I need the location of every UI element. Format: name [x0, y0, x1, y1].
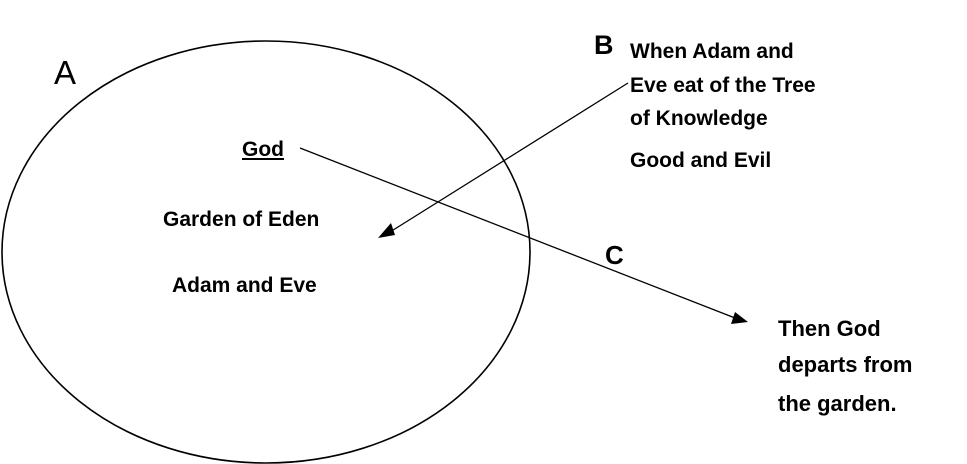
event-b-line: of Knowledge	[630, 107, 768, 130]
garden-boundary-circle	[1, 40, 531, 464]
arrow-c-line	[299, 147, 736, 319]
arrow-b-line	[389, 82, 629, 233]
label-c: C	[605, 240, 624, 270]
event-b-line: Good and Evil	[630, 149, 772, 172]
adam-and-eve-label: Adam and Eve	[172, 274, 317, 297]
god-label: God	[242, 138, 284, 161]
event-b-line: When Adam and	[630, 40, 794, 63]
arrow-c-head	[731, 312, 748, 324]
arrow-b-head	[378, 223, 395, 238]
label-a: A	[54, 54, 77, 91]
garden-of-eden-label: Garden of Eden	[163, 208, 320, 231]
event-c-line: the garden.	[778, 391, 897, 416]
event-c-line: departs from	[778, 352, 913, 377]
event-b-line: Eve eat of the Tree	[630, 74, 816, 97]
event-c-line: Then God	[778, 316, 881, 341]
label-b: B	[594, 30, 614, 60]
